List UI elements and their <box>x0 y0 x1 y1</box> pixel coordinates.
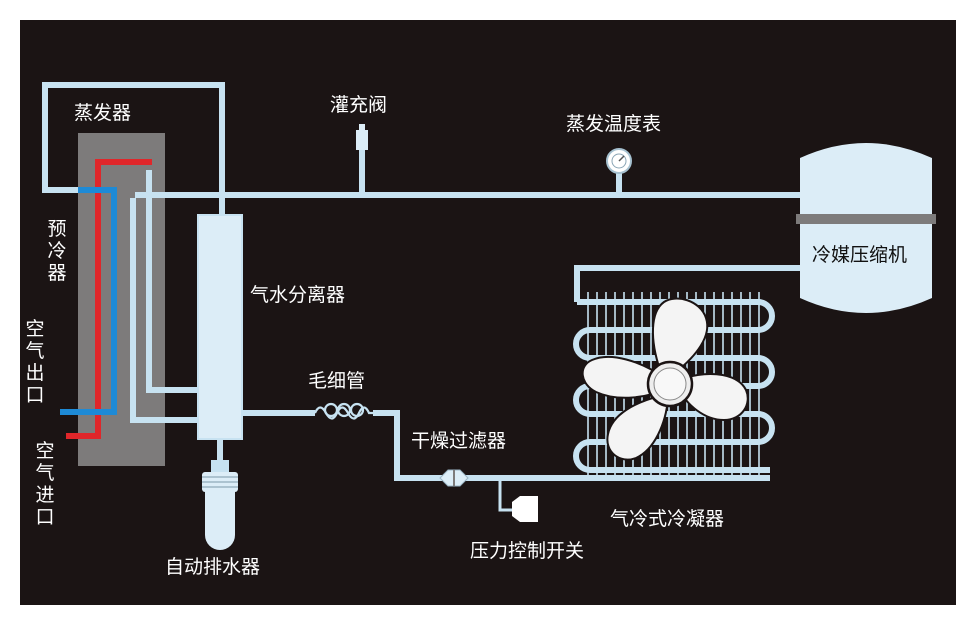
separator-label: 气水分离器 <box>250 284 346 306</box>
precooler-outlet-pipe <box>130 198 198 423</box>
precooler-inner-pipe <box>146 170 198 393</box>
air-inlet-label: 空气进口 <box>35 440 55 528</box>
gauge-icon <box>606 148 632 174</box>
evaporator-loop-pipe <box>42 82 225 215</box>
hot-air-line <box>66 159 152 439</box>
cold-air-line <box>60 187 117 415</box>
filter-drier-label: 干燥过滤器 <box>411 430 507 452</box>
compressor-body <box>796 143 936 313</box>
valve-icon <box>356 124 368 150</box>
fill-valve-label: 灌充阀 <box>330 94 388 116</box>
auto-drain-label: 自动排水器 <box>165 556 261 578</box>
capillary-label: 毛细管 <box>308 370 366 392</box>
capillary-coil-icon <box>313 402 373 420</box>
discharge-line <box>574 265 800 302</box>
capillary-to-filter-pipe <box>373 410 442 481</box>
filter-drier-icon <box>439 469 469 487</box>
evap-temp-gauge-label: 蒸发温度表 <box>566 113 662 135</box>
compressor-label: 冷媒压缩机 <box>812 244 908 266</box>
evaporator-label: 蒸发器 <box>74 102 132 124</box>
fan-icon <box>581 297 749 461</box>
air-outlet-label: 空气出口 <box>25 318 45 406</box>
precooler-label: 预冷器 <box>47 218 67 284</box>
pressure-switch-label: 压力控制开关 <box>470 540 585 562</box>
diagram-background <box>20 20 956 605</box>
gas-water-separator <box>197 214 243 440</box>
condenser-label: 气冷式冷凝器 <box>610 508 725 530</box>
drain-icon <box>202 460 238 550</box>
pressure-switch-icon <box>498 478 538 522</box>
